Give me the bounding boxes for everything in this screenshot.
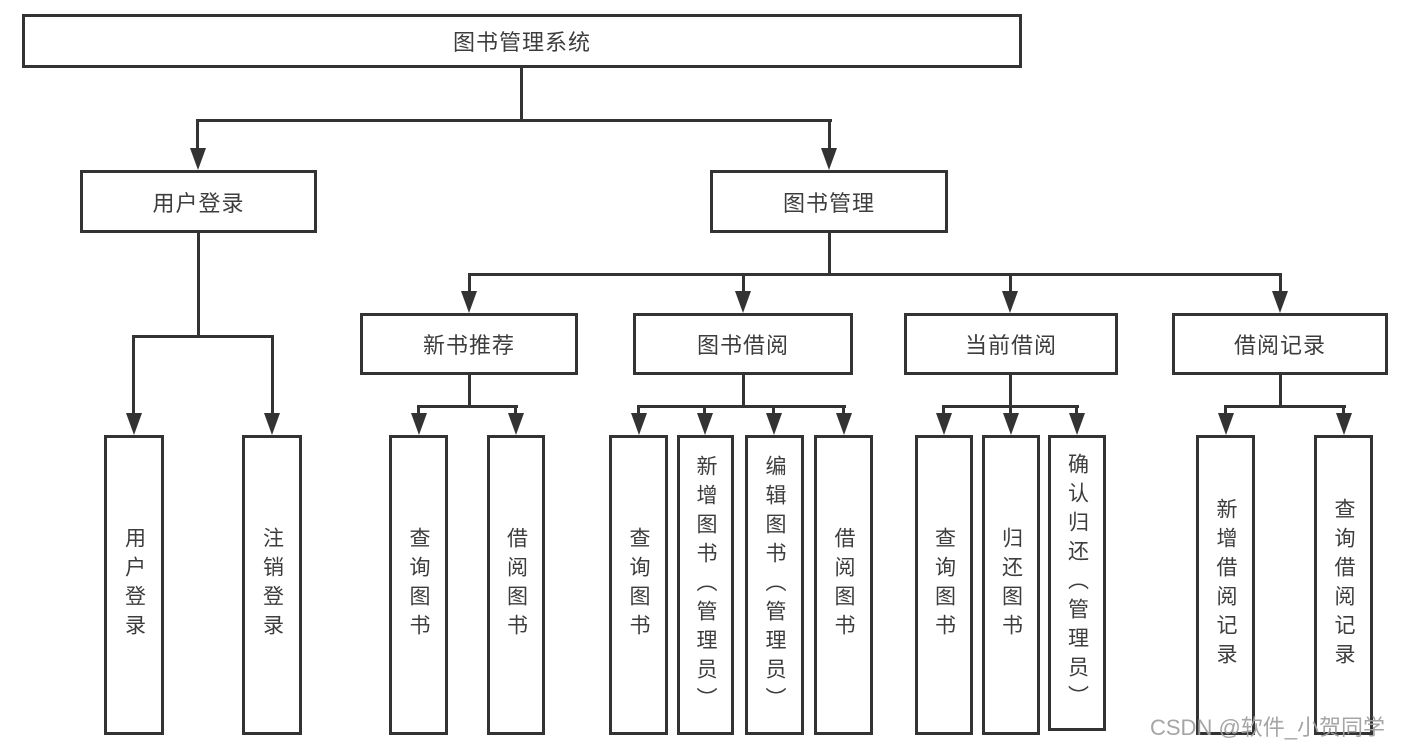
node-label: 确认归还（管理员） — [1065, 452, 1089, 714]
node-system-root: 图书管理系统 — [22, 14, 1022, 68]
node-label: 借阅图书 — [504, 527, 528, 643]
arrow-down-icon — [1336, 413, 1352, 435]
connector-drop-leaf — [514, 405, 517, 415]
node-label: 查询图书 — [407, 527, 430, 643]
connector-new-book-bus — [418, 405, 518, 408]
node-label: 图书管理 — [782, 190, 875, 216]
connector-drop-leaf — [1224, 405, 1227, 415]
connector-drop-leaf — [772, 405, 775, 415]
node-label: 图书管理系统 — [452, 30, 591, 55]
connector-drop-book-borrow — [742, 273, 745, 293]
connector-drop-book-mgmt-group — [828, 119, 831, 150]
connector-drop-current-borrow — [1009, 273, 1012, 293]
connector-drop-leaf — [271, 335, 274, 415]
arrow-down-icon — [836, 413, 852, 435]
leaf-borrow-book: 借阅图书 — [487, 435, 545, 735]
connector-user-login-stem — [197, 233, 200, 337]
arrow-down-icon — [735, 291, 751, 313]
node-current-borrow: 当前借阅 — [904, 313, 1118, 375]
connector-drop-new-book — [468, 273, 471, 293]
node-label: 查询图书 — [932, 527, 956, 643]
connector-drop-leaf — [842, 405, 845, 415]
node-label: 当前借阅 — [964, 333, 1057, 358]
arrow-down-icon — [631, 413, 647, 435]
leaf-return-book: 归还图书 — [982, 435, 1040, 735]
connector-drop-leaf — [637, 405, 640, 415]
connector-drop-leaf — [942, 405, 945, 415]
connector-borrow-record-stem — [1279, 375, 1282, 407]
connector-book-mgmt-stem — [828, 233, 831, 275]
node-new-book-recommend: 新书推荐 — [360, 313, 578, 375]
node-label: 注销登录 — [260, 527, 284, 643]
node-label: 用户登录 — [122, 527, 146, 643]
node-label: 借阅图书 — [832, 527, 855, 643]
connector-current-borrow-stem — [1009, 375, 1012, 407]
csdn-watermark: CSDN @软件_小贺同学 — [1150, 715, 1386, 740]
leaf-query-book: 查询图书 — [389, 435, 448, 735]
node-label: 新增图书（管理员） — [694, 454, 717, 716]
arrow-down-icon — [264, 413, 280, 435]
arrow-down-icon — [697, 413, 713, 435]
node-label: 归还图书 — [999, 527, 1023, 643]
leaf-query-book: 查询图书 — [609, 435, 668, 735]
node-label: 查询借阅记录 — [1332, 498, 1355, 672]
node-label: 借阅记录 — [1233, 333, 1326, 358]
node-user-login-group: 用户登录 — [80, 170, 317, 233]
node-borrow-record: 借阅记录 — [1172, 313, 1388, 375]
connector-drop-borrow-record — [1279, 273, 1282, 293]
node-label: 新书推荐 — [422, 333, 515, 358]
connector-drop-leaf — [703, 405, 706, 415]
arrow-down-icon — [936, 413, 952, 435]
connector-drop-leaf — [1075, 405, 1078, 415]
arrow-down-icon — [1003, 413, 1019, 435]
leaf-query-borrow-record: 查询借阅记录 — [1314, 435, 1373, 735]
connector-drop-leaf — [1342, 405, 1345, 415]
arrow-down-icon — [1069, 413, 1085, 435]
node-label: 图书借阅 — [696, 333, 789, 358]
node-label: 用户登录 — [152, 190, 245, 216]
connector-drop-leaf — [1009, 405, 1012, 415]
node-label: 查询图书 — [627, 527, 650, 643]
connector-drop-user-login-group — [196, 119, 199, 150]
leaf-user-login: 用户登录 — [104, 435, 164, 735]
node-book-mgmt-group: 图书管理 — [710, 170, 948, 233]
arrow-down-icon — [1002, 291, 1018, 313]
arrow-down-icon — [190, 148, 206, 170]
arrow-down-icon — [508, 413, 524, 435]
connector-new-book-stem — [468, 375, 471, 407]
node-book-borrow: 图书借阅 — [633, 313, 853, 375]
leaf-add-book-admin: 新增图书（管理员） — [677, 435, 734, 735]
leaf-borrow-book: 借阅图书 — [814, 435, 873, 735]
leaf-query-book: 查询图书 — [915, 435, 973, 735]
leaf-edit-book-admin: 编辑图书（管理员） — [745, 435, 804, 735]
arrow-down-icon — [461, 291, 477, 313]
connector-user-login-bus — [133, 335, 274, 338]
arrow-down-icon — [411, 413, 427, 435]
arrow-down-icon — [1272, 291, 1288, 313]
connector-drop-leaf — [417, 405, 420, 415]
arrow-down-icon — [126, 413, 142, 435]
connector-drop-leaf — [132, 335, 135, 415]
leaf-add-borrow-record: 新增借阅记录 — [1196, 435, 1255, 735]
connector-book-mgmt-bus — [468, 273, 1282, 276]
arrow-down-icon — [1218, 413, 1234, 435]
leaf-logout: 注销登录 — [242, 435, 302, 735]
node-label: 新增借阅记录 — [1214, 498, 1237, 672]
connector-root-stem — [520, 68, 523, 121]
node-label: 编辑图书（管理员） — [763, 454, 786, 716]
arrow-down-icon — [766, 413, 782, 435]
connector-root-bus — [196, 119, 832, 122]
connector-book-borrow-stem — [742, 375, 745, 407]
arrow-down-icon — [821, 148, 837, 170]
connector-borrow-record-bus — [1225, 405, 1346, 408]
connector-book-borrow-bus — [638, 405, 846, 408]
leaf-confirm-return-admin: 确认归还（管理员） — [1048, 435, 1106, 731]
